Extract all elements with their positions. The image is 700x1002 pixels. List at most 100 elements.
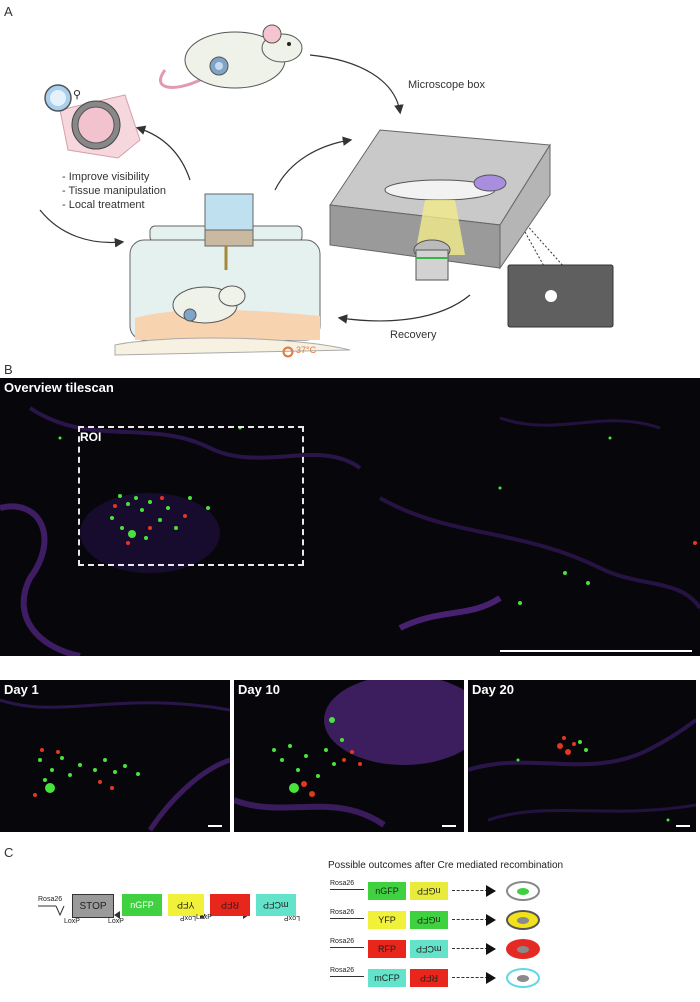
outcome-promoter-line <box>330 976 364 977</box>
outcome-arrowhead-icon <box>486 972 496 984</box>
construct-box-yfp: YFP <box>168 894 204 916</box>
arrow-recovery <box>337 294 471 324</box>
outcome-nucleus-icon <box>517 945 529 953</box>
thermo-icon <box>283 347 293 357</box>
box-label: mCFP <box>263 900 289 910</box>
outcome-nucleus-icon <box>517 916 529 924</box>
overview-scalebar <box>500 650 692 652</box>
day20-texture <box>468 718 696 822</box>
microscope-box-label: Microscope box <box>408 79 486 91</box>
outcome-arrow-icon <box>452 919 488 920</box>
day10-image: Day 10 <box>234 680 464 832</box>
day10-scalebar <box>442 825 456 827</box>
outcome-box-label: nGFP <box>417 915 441 925</box>
construct-box-mcfp: mCFP <box>256 894 296 916</box>
outcome-row: Rosa26 mCFP RFP <box>330 967 690 991</box>
roi-box <box>78 426 304 566</box>
arrow-benefits-to-cage <box>39 209 125 248</box>
mouse-top-illustration <box>159 24 303 89</box>
outcome-box-label: RFP <box>420 973 438 983</box>
outcome-box-secondary: RFP <box>410 969 448 987</box>
arrow-cage-to-box <box>274 136 353 191</box>
benefit-item: - Local treatment <box>62 199 145 211</box>
benefit-item: - Improve visibility <box>62 171 150 183</box>
arrow-cage-to-window <box>135 125 191 181</box>
roi-label: ROI <box>80 430 102 444</box>
construct-promoter: Rosa26 <box>38 896 63 903</box>
cage-illustration <box>114 193 351 358</box>
outcome-cell-icon <box>506 968 540 988</box>
outcome-promoter: Rosa26 <box>330 880 355 887</box>
panel-a-schematic: ⚲ <box>39 24 614 358</box>
outcome-promoter-line <box>330 947 364 948</box>
outcome-box-secondary: mCFP <box>410 940 448 958</box>
outcome-promoter-line <box>330 918 364 919</box>
construct-box-stop: STOP <box>72 894 114 918</box>
monitor-illustration <box>507 264 614 328</box>
overview-tilescan-image: Overview tilescan ROI <box>0 378 700 656</box>
outcome-row: Rosa26 YFP nGFP <box>330 909 690 933</box>
day1-image: Day 1 <box>0 680 230 832</box>
box-label: STOP <box>79 900 107 912</box>
panel-a-letter: A <box>4 4 13 19</box>
day20-label: Day 20 <box>472 682 514 697</box>
box-label: nGFP <box>130 900 154 910</box>
outcome-promoter: Rosa26 <box>330 967 355 974</box>
loxp-label: LoxP <box>180 914 196 921</box>
loxp-label: LoxP <box>284 914 300 921</box>
outcome-box-secondary: nGFP <box>410 911 448 929</box>
day20-image: Day 20 <box>468 680 696 832</box>
loxp-label: LoxP <box>64 918 80 925</box>
outcome-promoter-line <box>330 889 364 890</box>
outcome-promoter: Rosa26 <box>330 909 355 916</box>
outcome-cell-icon <box>506 910 540 930</box>
outcome-arrowhead-icon <box>486 914 496 926</box>
temperature-label: 37°C <box>296 345 317 355</box>
overview-texture <box>0 406 700 656</box>
benefits-list: - Improve visibility - Tissue manipulati… <box>62 170 166 212</box>
outcome-row: Rosa26 RFP mCFP <box>330 938 690 962</box>
svg-text:⚲: ⚲ <box>73 89 81 101</box>
outcome-arrow-icon <box>452 890 488 891</box>
construct-box-ngfp: nGFP <box>122 894 162 916</box>
outcome-row: Rosa26 nGFP nGFP <box>330 880 690 904</box>
outcomes-title: Possible outcomes after Cre mediated rec… <box>328 860 564 871</box>
outcome-arrow-icon <box>452 948 488 949</box>
construct-box-rfp: RFP <box>210 894 250 916</box>
outcome-cell-icon <box>506 939 540 959</box>
outcome-box-primary: mCFP <box>368 969 406 987</box>
outcome-arrow-icon <box>452 977 488 978</box>
recovery-label: Recovery <box>390 329 437 341</box>
arrow-mouse-to-box <box>309 54 404 115</box>
outcome-box-primary: YFP <box>368 911 406 929</box>
day10-label: Day 10 <box>238 682 280 697</box>
outcome-nucleus-icon <box>517 887 529 895</box>
outcome-box-label: mCFP <box>416 944 442 954</box>
outcome-box-secondary: nGFP <box>410 882 448 900</box>
day1-texture <box>0 698 230 832</box>
outcome-cell-icon <box>506 881 540 901</box>
loxp-label: LoxP <box>196 914 212 921</box>
outcome-promoter: Rosa26 <box>330 938 355 945</box>
outcome-box-primary: RFP <box>368 940 406 958</box>
outcome-box-primary: nGFP <box>368 882 406 900</box>
day1-scalebar <box>208 825 222 827</box>
outcome-box-label: nGFP <box>417 886 441 896</box>
panel-c-letter: C <box>4 845 14 860</box>
overview-title: Overview tilescan <box>4 380 114 395</box>
microscope-box-illustration <box>329 129 551 281</box>
benefit-item: - Tissue manipulation <box>62 185 166 197</box>
imaging-window-illustration: ⚲ <box>44 84 141 159</box>
outcome-arrowhead-icon <box>486 885 496 897</box>
outcome-arrowhead-icon <box>486 943 496 955</box>
dotted-line-2 <box>524 231 546 269</box>
panel-b-letter: B <box>4 362 13 377</box>
loxp-label: LoxP <box>108 918 124 925</box>
box-label: YFP <box>177 900 195 910</box>
box-label: RFP <box>221 900 239 910</box>
day20-scalebar <box>676 825 690 827</box>
outcome-nucleus-icon <box>517 974 529 982</box>
day10-texture <box>234 680 464 828</box>
day1-label: Day 1 <box>4 682 39 697</box>
